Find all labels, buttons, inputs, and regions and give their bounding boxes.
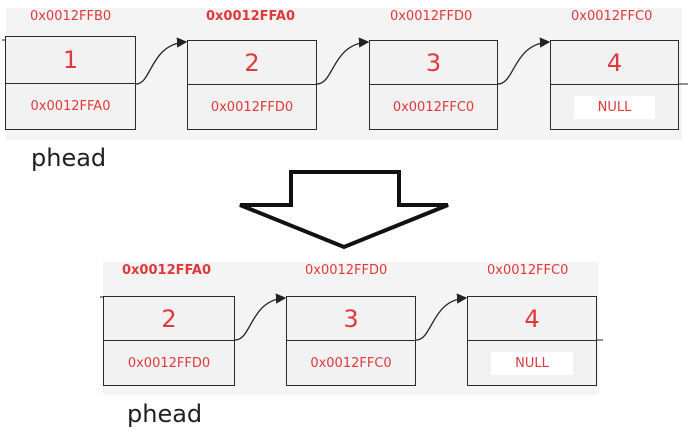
node-value: 4 [606, 48, 623, 77]
node-next-pointer: 0x0012FFD0 [210, 99, 294, 115]
node-value: 2 [244, 48, 260, 77]
node-value: 3 [343, 304, 359, 333]
before-node-2: 2 0x0012FFD0 [187, 40, 317, 130]
after-address-node-3: 0x0012FFC0 [487, 263, 569, 278]
before-link-3-to-4 [497, 37, 551, 85]
before-address-node-4: 0x0012FFC0 [571, 9, 653, 24]
node-next-pointer: 0x0012FFC0 [392, 99, 475, 115]
before-link-2-to-3 [316, 37, 370, 85]
node-next-null: NULL [491, 351, 573, 375]
before-address-node-2: 0x0012FFA0 [206, 9, 295, 24]
before-node-1: 1 0x0012FFA0 [5, 36, 136, 130]
after-node-3: 4 NULL [467, 296, 597, 386]
after-link-2-to-3 [415, 293, 468, 341]
before-address-node-1: 0x0012FFB0 [30, 9, 112, 24]
after-address-node-1: 0x0012FFA0 [122, 263, 211, 278]
node-value: 3 [425, 48, 442, 77]
node-next-pointer: 0x0012FFC0 [310, 355, 392, 371]
before-node-3: 3 0x0012FFC0 [369, 40, 498, 130]
transition-down-arrow [239, 170, 449, 250]
before-head-label: phead [31, 144, 107, 172]
node-next-null: NULL [573, 95, 656, 119]
node-value: 4 [524, 304, 540, 333]
node-next-pointer: 0x0012FFD0 [127, 355, 211, 371]
after-address-node-2: 0x0012FFD0 [305, 263, 388, 278]
before-node-4: 4 NULL [550, 40, 679, 130]
after-link-1-to-2 [234, 293, 287, 341]
after-head-label: phead [127, 400, 203, 428]
node-next-pointer: 0x0012FFA0 [30, 99, 111, 114]
node-value: 1 [62, 46, 79, 74]
before-link-1-to-2 [135, 37, 188, 85]
node-value: 2 [161, 304, 177, 333]
after-node-2: 3 0x0012FFC0 [286, 296, 416, 386]
before-address-node-3: 0x0012FFD0 [390, 9, 473, 24]
after-node-1: 2 0x0012FFD0 [103, 296, 235, 386]
